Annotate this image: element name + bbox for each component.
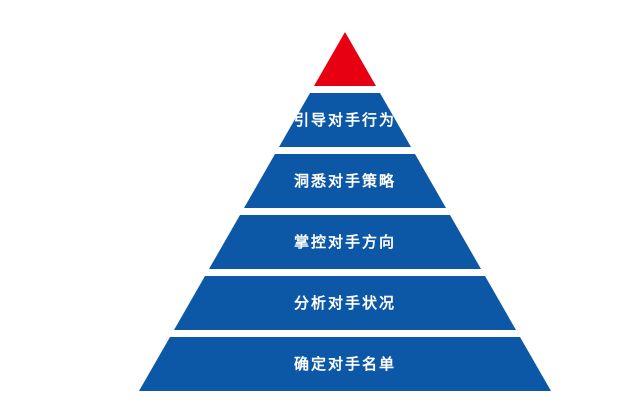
- pyramid-level-1-shape: [279, 93, 411, 147]
- pyramid-level-1-label: 引导对手行为: [294, 111, 396, 129]
- pyramid-level-2-label: 洞悉对手策略: [294, 172, 396, 190]
- pyramid-level-5: 确定对手名单: [139, 337, 551, 391]
- pyramid-level-2: 洞悉对手策略: [244, 154, 446, 208]
- pyramid-apex-triangle: [314, 32, 376, 86]
- pyramid-level-5-shape: [139, 337, 551, 391]
- pyramid-level-5-label: 确定对手名单: [294, 355, 396, 373]
- pyramid-level-1: 引导对手行为: [279, 93, 411, 147]
- pyramid-level-3-shape: [209, 215, 481, 269]
- pyramid-level-2-shape: [244, 154, 446, 208]
- pyramid-level-4-label: 分析对手状况: [294, 294, 396, 312]
- pyramid-level-3-label: 掌控对手方向: [294, 233, 396, 251]
- pyramid-level-3: 掌控对手方向: [209, 215, 481, 269]
- pyramid-level-4-shape: [174, 276, 516, 330]
- pyramid-level-4: 分析对手状况: [174, 276, 516, 330]
